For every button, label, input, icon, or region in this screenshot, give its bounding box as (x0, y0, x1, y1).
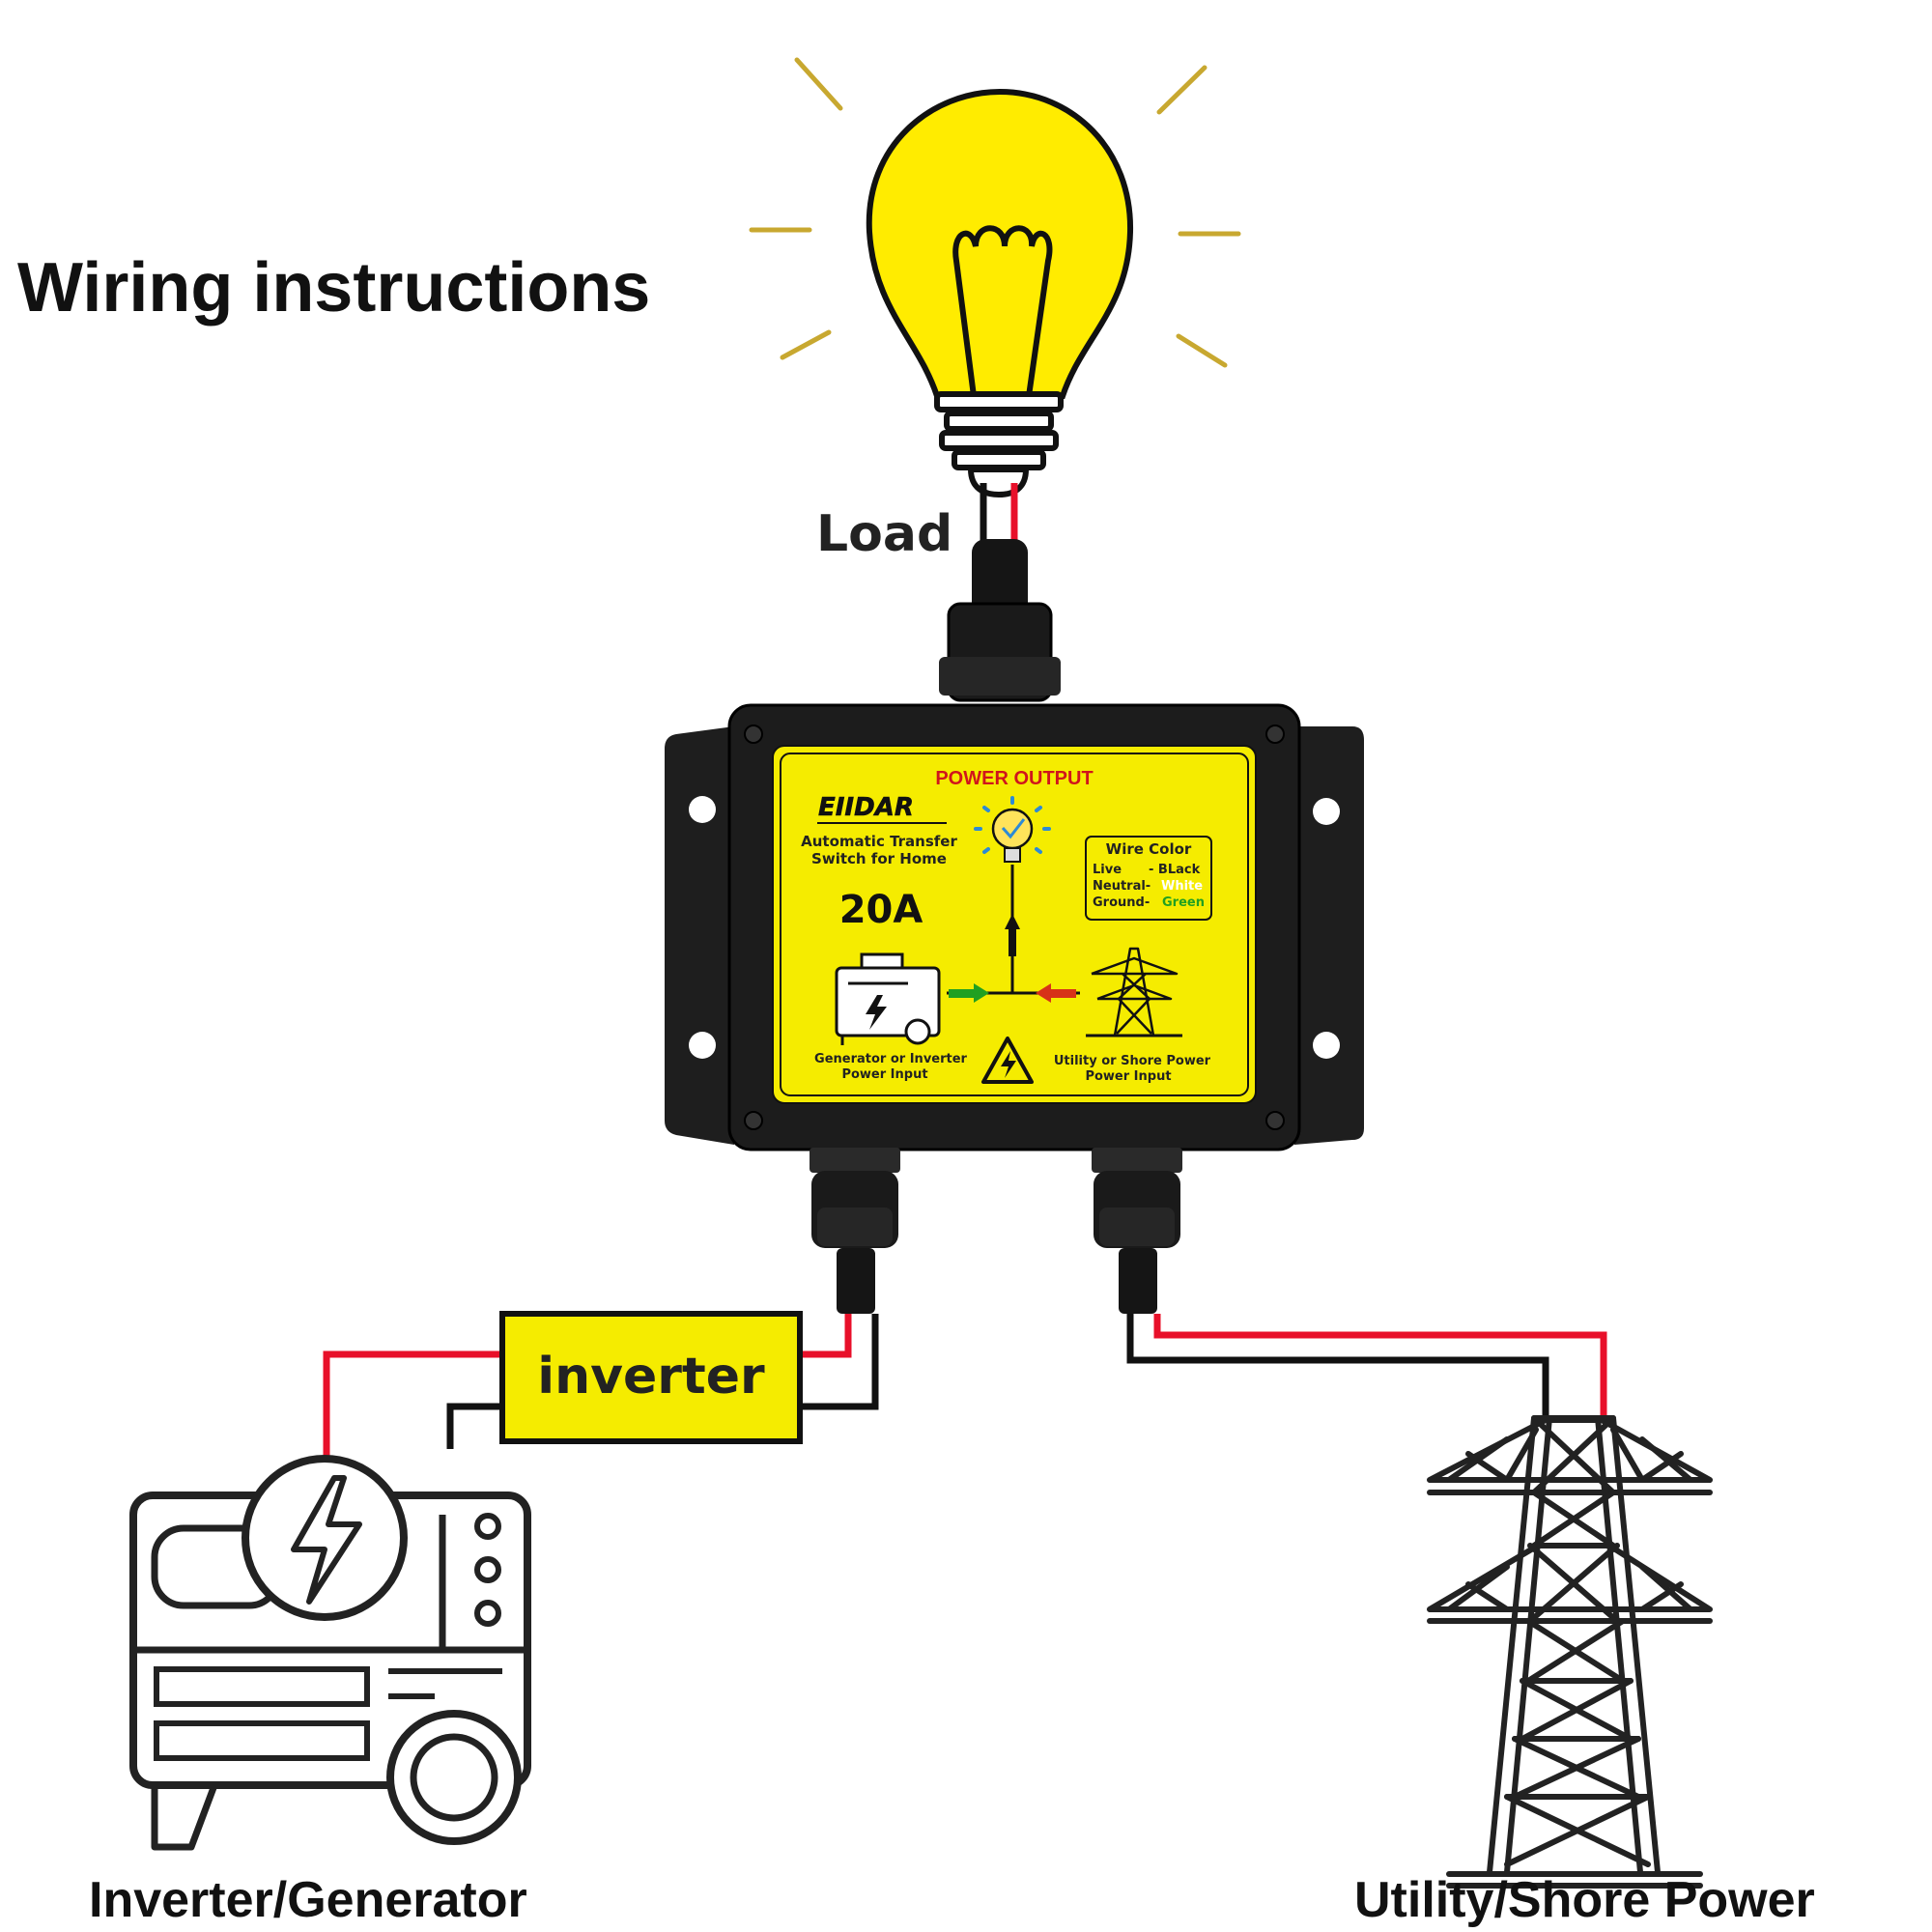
gen-input-caption-2: Power Input (841, 1067, 927, 1082)
generator-icon (129, 1455, 531, 1851)
mount-hole (689, 1032, 716, 1059)
mounting-flange-right (1294, 726, 1364, 1145)
load-wires (972, 483, 1028, 616)
bulb-filament (952, 225, 1053, 397)
neutral-label: Neutral- (1093, 879, 1151, 894)
utility-wiring (1126, 1314, 1607, 1420)
utility-input-caption-2: Power Input (1085, 1069, 1171, 1084)
load-cable (972, 539, 1028, 616)
page-title: Wiring instructions (17, 249, 650, 327)
mount-hole (1313, 798, 1340, 825)
neutral-color: White (1161, 879, 1203, 894)
green-arrow (949, 989, 974, 998)
power-output-text: POWER OUTPUT (935, 768, 1093, 789)
red-arrow (1051, 989, 1076, 998)
power-tower-icon (1427, 1415, 1713, 1889)
wire-color-box (1085, 836, 1212, 921)
label-generator-icon (835, 952, 941, 1045)
label-tower-icon (1086, 947, 1182, 1037)
source-left-label: Inverter/Generator (89, 1872, 527, 1928)
wire-color-title: Wire Color (1106, 840, 1192, 858)
brand-logo-text: EIIDAR (818, 793, 914, 822)
source-right-label: Utility/Shore Power (1354, 1872, 1815, 1928)
output-bulb-icon (974, 796, 1051, 863)
light-bulb-icon (749, 57, 1241, 498)
power-flow-arrows (947, 865, 1080, 1003)
inverter-label: inverter (537, 1348, 765, 1406)
current-rating: 20A (839, 888, 923, 932)
mount-hole (689, 796, 716, 823)
bulb-base (934, 391, 1064, 498)
ground-label: Ground- (1093, 895, 1150, 910)
inverter-wiring (323, 1314, 879, 1459)
ground-color: Green (1162, 895, 1205, 910)
bottom-left-cable-gland (810, 1148, 900, 1314)
transfer-switch-enclosure: POWER OUTPUT EIIDAR Automatic Transfer S… (665, 602, 1364, 1314)
warning-triangle-icon (981, 1037, 1034, 1084)
load-label: Load (816, 505, 952, 563)
mounting-flange-left (665, 726, 734, 1145)
bulb-glass (866, 88, 1134, 399)
live-label: Live (1093, 863, 1122, 877)
gen-input-caption-1: Generator or Inverter (814, 1052, 968, 1066)
mount-hole (1313, 1032, 1340, 1059)
product-name-line2: Switch for Home (811, 850, 947, 867)
live-color: - BLack (1149, 863, 1201, 877)
product-name-line1: Automatic Transfer (801, 833, 957, 850)
bottom-right-cable-gland (1092, 1148, 1182, 1314)
utility-input-caption-1: Utility or Shore Power (1054, 1054, 1211, 1068)
inverter-box (499, 1311, 803, 1444)
light-rays (749, 57, 1241, 368)
